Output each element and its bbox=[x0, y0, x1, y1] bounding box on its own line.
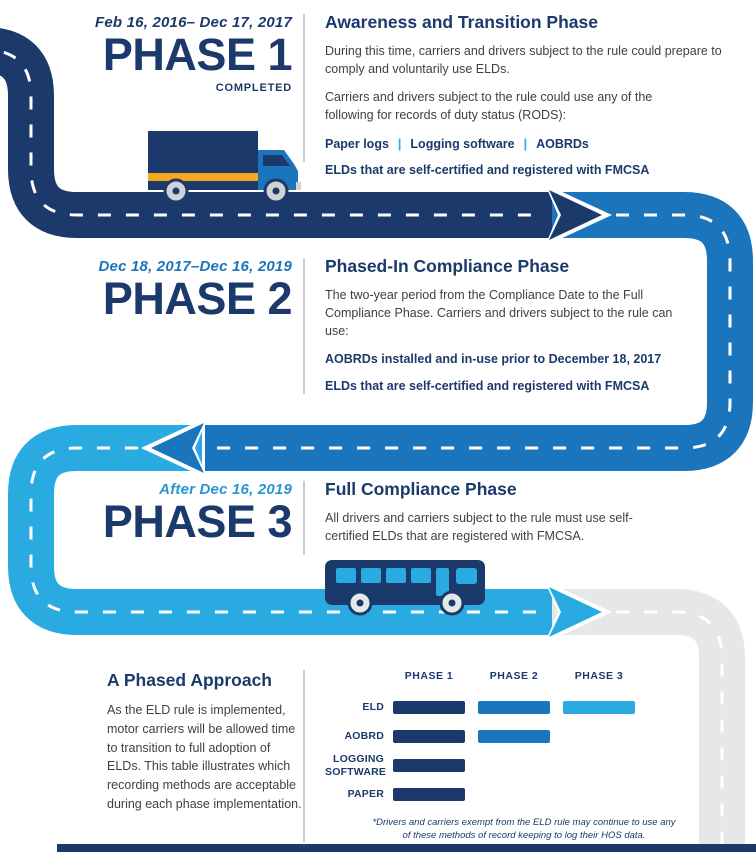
phase2-label: PHASE 2 bbox=[102, 273, 293, 324]
approach-body: As the ELD rule is implemented, motor ca… bbox=[107, 703, 302, 811]
method-label: PAPER bbox=[347, 788, 384, 801]
divider-phase3 bbox=[303, 481, 305, 555]
phase1-eld-line: ELDs that are self-certified and registe… bbox=[325, 162, 650, 177]
phase-bar bbox=[563, 701, 635, 714]
phase2-description: Phased-In Compliance Phase The two-year … bbox=[325, 256, 740, 403]
phase3-title: Full Compliance Phase bbox=[325, 479, 517, 499]
bus-illustration bbox=[325, 560, 485, 616]
phase1-arrow bbox=[545, 184, 612, 246]
phase3-left-column: After Dec 16, 2019 PHASE 3 bbox=[40, 481, 293, 547]
phase-bar bbox=[393, 701, 465, 714]
phase-bar bbox=[393, 730, 465, 743]
phase-bar bbox=[478, 701, 550, 714]
table-column-header: PHASE 3 bbox=[574, 670, 624, 682]
table-row: ELD bbox=[325, 693, 670, 722]
phase1-status-badge: COMPLETED bbox=[215, 82, 292, 95]
phase3-label: PHASE 3 bbox=[102, 496, 293, 547]
phase3-paragraph-1: All drivers and carriers subject to the … bbox=[325, 511, 633, 544]
divider-approach bbox=[303, 670, 305, 842]
phase1-left-column: Feb 16, 2016– Dec 17, 2017 PHASE 1 COMPL… bbox=[40, 14, 293, 95]
phase1-date: Feb 16, 2016– Dec 17, 2017 bbox=[94, 14, 292, 31]
phase2-bold-1: AOBRDs installed and in-use prior to Dec… bbox=[325, 352, 662, 367]
phase2-paragraph-1: The two-year period from the Compliance … bbox=[325, 288, 673, 339]
divider-phase1 bbox=[303, 14, 305, 162]
method-aobrds: AOBRDs bbox=[536, 136, 589, 151]
phase3-arrow bbox=[545, 581, 612, 643]
table-column-header: PHASE 1 bbox=[404, 670, 454, 682]
approach-title: A Phased Approach bbox=[107, 670, 272, 690]
phase-table: PHASE 1 PHASE 2 PHASE 3 ELD AOBRD LOGGING SOF… bbox=[325, 670, 670, 809]
phase1-paragraph-1: During this time, carriers and drivers s… bbox=[325, 44, 722, 77]
table-row: AOBRD bbox=[325, 722, 670, 751]
phase1-label: PHASE 1 bbox=[102, 29, 293, 80]
phase3-date: After Dec 16, 2019 bbox=[159, 481, 292, 498]
phase2-left-column: Dec 18, 2017–Dec 16, 2019 PHASE 2 bbox=[40, 258, 293, 324]
phase-bar bbox=[393, 788, 465, 801]
table-footnote: *Drivers and carriers exempt from the EL… bbox=[372, 817, 676, 842]
separator-pipe: | bbox=[397, 136, 402, 151]
phase-bar bbox=[393, 759, 465, 772]
truck-illustration bbox=[148, 131, 301, 204]
phase2-bold-2: ELDs that are self-certified and registe… bbox=[325, 378, 650, 393]
phase1-description: Awareness and Transition Phase During th… bbox=[325, 12, 740, 187]
separator-pipe: | bbox=[523, 136, 528, 151]
phase-bar bbox=[478, 730, 550, 743]
phase2-date: Dec 18, 2017–Dec 16, 2019 bbox=[98, 258, 292, 275]
phase3-description: Full Compliance Phase All drivers and ca… bbox=[325, 479, 740, 555]
phase1-rods-methods: Paper logs | Logging software | AOBRDs bbox=[325, 135, 740, 153]
footer-bar bbox=[57, 844, 756, 852]
phase2-title: Phased-In Compliance Phase bbox=[325, 256, 570, 276]
phase1-paragraph-2: Carriers and drivers subject to the rule… bbox=[325, 90, 653, 123]
table-column-header: PHASE 2 bbox=[489, 670, 539, 682]
method-label: AOBRD bbox=[344, 730, 384, 743]
method-label: LOGGING SOFTWARE bbox=[325, 753, 387, 778]
method-logging-software: Logging software bbox=[410, 136, 515, 151]
approach-section: A Phased Approach As the ELD rule is imp… bbox=[107, 670, 307, 814]
phase2-arrow bbox=[141, 417, 208, 479]
table-row: LOGGING SOFTWARE bbox=[325, 751, 670, 780]
phase1-title: Awareness and Transition Phase bbox=[325, 12, 598, 32]
method-paper-logs: Paper logs bbox=[325, 136, 389, 151]
divider-phase2 bbox=[303, 258, 305, 394]
method-label: ELD bbox=[362, 701, 384, 714]
table-row: PAPER bbox=[325, 780, 670, 809]
road-center-dashes bbox=[0, 50, 732, 852]
